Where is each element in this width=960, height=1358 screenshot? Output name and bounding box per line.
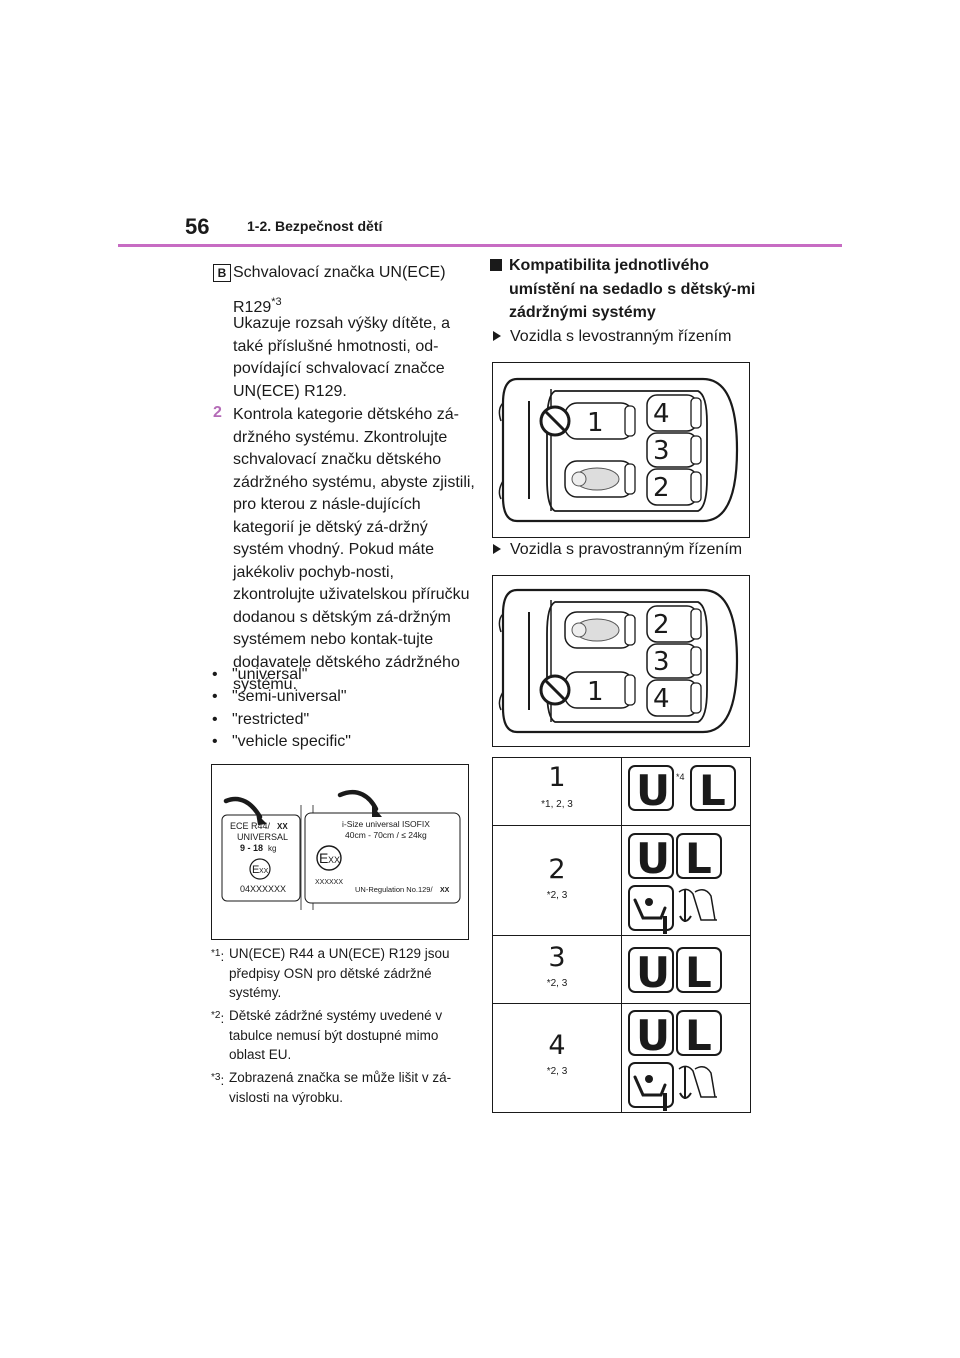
ece44-approval: 04XXXXXX	[240, 884, 286, 894]
footnote-2: *2: Dětské zádržné systémy uvedené v tab…	[211, 1006, 461, 1066]
r129-title: i-Size universal ISOFIX	[342, 819, 430, 829]
seat-number: 1	[587, 408, 604, 438]
footnote-1: *1: UN(ECE) R44 a UN(ECE) R129 jsou před…	[211, 944, 461, 1004]
section-title: 1-2. Bezpečnost dětí	[247, 218, 383, 234]
u-letter: U	[636, 834, 670, 883]
footnote-text: UN(ECE) R44 a UN(ECE) R129 jsou předpisy…	[229, 946, 450, 1000]
list-item: "restricted"	[212, 709, 351, 731]
b-regulation-text: R129	[233, 299, 272, 316]
seat-number: 4	[548, 1030, 566, 1061]
approval-label-figure: ECE R44/ XX UNIVERSAL 9 - 18 kg E XX 04X…	[211, 764, 469, 940]
page-number: 56	[185, 214, 210, 239]
list-item: "universal"	[212, 664, 351, 686]
header-rule	[118, 244, 842, 247]
lhd-car-diagram: 1 4 3 2	[492, 362, 750, 538]
rhd-car-illustration: 2 3 1 4	[498, 588, 739, 734]
arrow-icon	[337, 789, 379, 812]
universal-large-icon: U L	[628, 1010, 722, 1111]
ece44-weight-unit: kg	[268, 844, 276, 853]
lhd-label-text: Vozidla s levostranným řízením	[510, 328, 732, 345]
r129-approval: XXXXXX	[315, 879, 343, 886]
r129-regulation-xx: XX	[440, 887, 450, 894]
b-regulation: R129*3	[233, 291, 282, 319]
b-heading-line: Schvalovací značka UN(ECE)	[233, 264, 446, 281]
step-2-text: Kontrola kategorie dětského zá-držného s…	[233, 406, 475, 693]
footnote-mark-text: *2	[211, 1010, 221, 1021]
footnote-mark-text: *1	[211, 948, 221, 959]
compatibility-heading: Kompatibilita jednotlivého umístění na s…	[490, 254, 760, 326]
l-letter: L	[685, 1011, 712, 1060]
l-letter: L	[685, 834, 712, 883]
table-row: 2 *2, 3 U L	[493, 825, 750, 936]
anchor-seat-icon	[678, 888, 717, 921]
seat-number: 4	[653, 684, 670, 714]
r129-e-xx: XX	[328, 855, 340, 865]
r129-e: E	[319, 850, 328, 866]
universal-large-icon: U L	[628, 833, 722, 934]
rhd-label: Vozidla s pravostranným řízením	[493, 539, 742, 561]
seat-note: *2, 3	[546, 890, 568, 901]
table-row: 3 *2, 3 U L	[493, 935, 750, 1004]
footnote-ref: *4	[676, 772, 685, 782]
compatibility-heading-text: Kompatibilita jednotlivého umístění na s…	[509, 257, 756, 321]
ece44-e: E	[252, 864, 259, 876]
heading-square-icon	[490, 259, 502, 271]
compatibility-table: 1 *1, 2, 3 U *4 L 2 *2, 3 U L	[492, 757, 751, 1113]
ece44-universal: UNIVERSAL	[237, 832, 288, 842]
footnote-mark: *3:	[211, 1072, 225, 1088]
e-mark-circle	[249, 858, 271, 880]
seat-number: 3	[653, 647, 670, 677]
seat-note: *1, 2, 3	[541, 799, 573, 810]
u-letter: U	[636, 766, 670, 815]
triangle-bullet-icon	[493, 544, 501, 554]
u-letter: U	[636, 948, 670, 997]
seat-number: 1	[548, 762, 566, 793]
seat-note: *2, 3	[546, 1066, 568, 1077]
b-regulation-footnote-ref: *3	[271, 296, 282, 308]
r129-range: 40cm - 70cm / ≤ 24kg	[345, 830, 427, 840]
anchor-seat-icon	[678, 1065, 717, 1098]
approval-label-illustration: ECE R44/ XX UNIVERSAL 9 - 18 kg E XX 04X…	[221, 789, 461, 910]
seat-number: 3	[548, 942, 566, 973]
footnote-text: Zobrazená značka se může lišit v zá-visl…	[229, 1070, 452, 1105]
seat-number: 1	[587, 677, 604, 707]
footnote-mark-text: *3	[211, 1072, 221, 1083]
seat-number: 2	[653, 473, 670, 503]
seat-note: *2, 3	[546, 978, 568, 989]
seat-number: 3	[653, 436, 670, 466]
callout-b-tag: B	[213, 264, 231, 282]
l-letter: L	[685, 948, 712, 997]
ece44-line1: ECE R44/	[230, 821, 271, 831]
footnote-text: Dětské zádržné systémy uvedené v tabulce…	[229, 1008, 443, 1062]
ece44-xx: XX	[277, 822, 288, 831]
seat-number: 2	[548, 854, 566, 885]
step-2-number: 2	[213, 404, 222, 421]
rhd-car-diagram: 2 3 1 4	[492, 575, 750, 747]
r129-regulation: UN-Regulation No.129/	[355, 885, 433, 894]
universal-large-icon: U L	[628, 947, 722, 997]
category-list: "universal" "semi-universal" "restricted…	[212, 664, 351, 754]
list-item: "vehicle specific"	[212, 731, 351, 753]
table-row: 1 *1, 2, 3 U *4 L	[493, 758, 750, 825]
l-letter: L	[699, 766, 726, 815]
lhd-car-illustration: 1 4 3 2	[498, 377, 739, 523]
list-item: "semi-universal"	[212, 686, 351, 708]
b-description: Ukazuje rozsah výšky dítěte, a také přís…	[233, 315, 450, 400]
seat-number: 2	[653, 610, 670, 640]
ece44-e-xx: XX	[259, 868, 269, 875]
universal-large-icon: U *4 L	[628, 765, 736, 815]
u-letter: U	[636, 1011, 670, 1060]
footnote-mark: *2:	[211, 1010, 225, 1026]
arrow-icon	[223, 796, 263, 820]
rhd-label-text: Vozidla s pravostranným řízením	[510, 541, 743, 558]
table-row: 4 *2, 3 U L	[493, 1003, 750, 1113]
triangle-bullet-icon	[493, 331, 501, 341]
ece44-weight: 9 - 18	[240, 843, 263, 853]
footnote-mark: *1:	[211, 948, 225, 964]
seat-number: 4	[653, 399, 670, 429]
lhd-label: Vozidla s levostranným řízením	[493, 326, 731, 348]
footnote-3: *3: Zobrazená značka se může lišit v zá-…	[211, 1068, 461, 1108]
e-mark-circle	[316, 845, 342, 871]
